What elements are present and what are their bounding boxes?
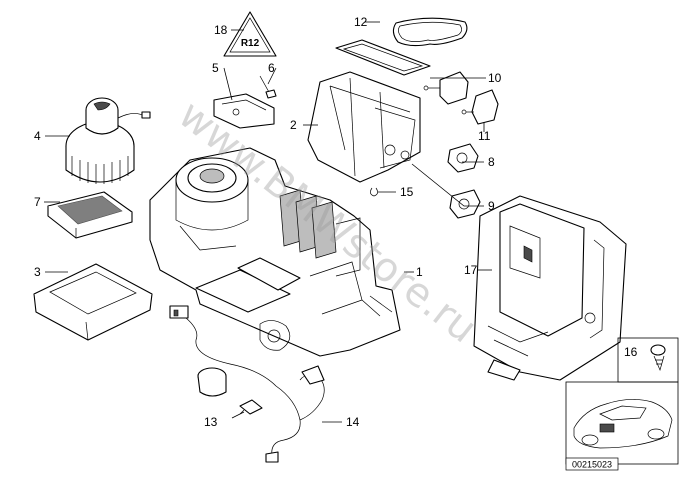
callout-2: 2 bbox=[290, 118, 297, 132]
leader-lines bbox=[44, 21, 492, 423]
bracket bbox=[213, 93, 275, 129]
filter-tray bbox=[33, 263, 153, 341]
vehicle-inset bbox=[565, 381, 679, 465]
actuator-motor-upper bbox=[423, 71, 469, 105]
svg-text:00215023: 00215023 bbox=[572, 460, 612, 470]
actuator-motor-8 bbox=[447, 143, 479, 173]
callout-11: 11 bbox=[478, 129, 491, 143]
callout-1: 1 bbox=[416, 265, 423, 279]
diagram-number: 00215023 bbox=[565, 457, 619, 471]
callout-5: 5 bbox=[212, 61, 219, 75]
part-16-inset-frame bbox=[617, 337, 679, 383]
callout-10: 10 bbox=[488, 71, 502, 85]
screw bbox=[259, 75, 277, 99]
callout-14: 14 bbox=[346, 415, 360, 429]
callout-12: 12 bbox=[354, 15, 368, 29]
evaporator-housing bbox=[307, 71, 421, 183]
callout-7: 7 bbox=[34, 195, 41, 209]
cabin-air-filter bbox=[47, 191, 133, 239]
callout-8: 8 bbox=[488, 155, 495, 169]
clip bbox=[370, 187, 378, 197]
connector-plug bbox=[197, 367, 263, 415]
callout-6: 6 bbox=[268, 61, 275, 75]
filter-frame-top bbox=[335, 39, 431, 76]
callout-17: 17 bbox=[464, 263, 478, 277]
actuator-motor-lower bbox=[461, 89, 499, 125]
callout-13: 13 bbox=[204, 415, 218, 429]
fastener-screw bbox=[650, 344, 666, 372]
wiring-harness bbox=[169, 305, 325, 463]
gasket-seal bbox=[392, 17, 468, 47]
callout-16: 16 bbox=[624, 345, 638, 359]
callout-4: 4 bbox=[34, 129, 41, 143]
heater-housing bbox=[149, 147, 401, 357]
callout-9: 9 bbox=[488, 199, 495, 213]
callout-18: 18 bbox=[214, 23, 228, 37]
warning-sign-text: R12 bbox=[241, 38, 260, 49]
warning-label-sticker: R12 bbox=[223, 11, 277, 57]
actuator-motor-9 bbox=[449, 189, 481, 219]
callout-3: 3 bbox=[34, 265, 41, 279]
side-panel-unit bbox=[473, 195, 627, 381]
blower-motor bbox=[65, 97, 151, 184]
callout-15: 15 bbox=[400, 185, 414, 199]
